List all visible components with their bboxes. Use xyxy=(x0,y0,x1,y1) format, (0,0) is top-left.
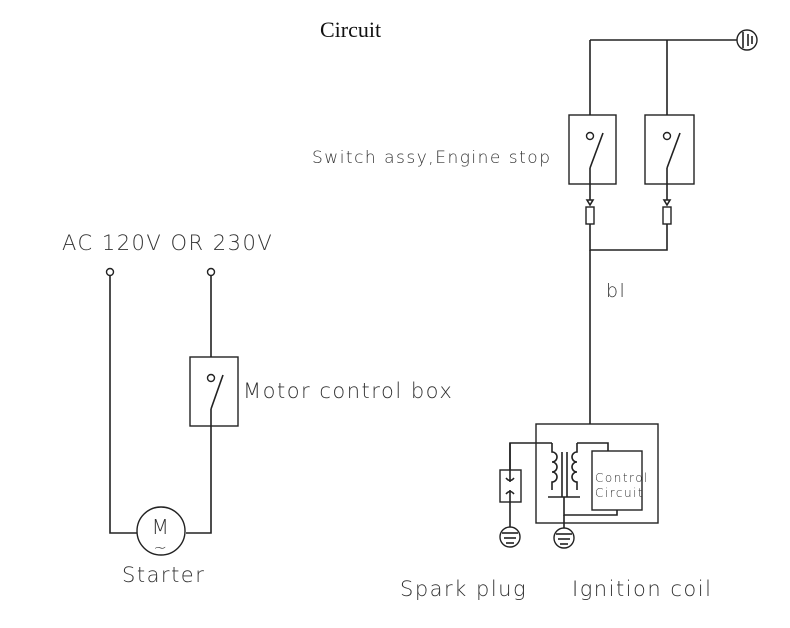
switch-contact-icon xyxy=(206,373,216,383)
control-circuit-label-line2: Circuit xyxy=(595,486,644,500)
switch-assy-label: Switch assy,Engine stop xyxy=(312,148,552,168)
power-terminal-right xyxy=(206,267,216,277)
motor-ac-symbol: ~ xyxy=(154,538,169,557)
wire-color-label: bl xyxy=(606,280,626,302)
spark-plug-label: Spark plug xyxy=(400,577,527,601)
wire-switch-join xyxy=(589,224,668,251)
ignition-coil-icon xyxy=(548,443,580,498)
wire-left xyxy=(109,276,138,534)
control-circuit-label-line1: Control xyxy=(595,471,649,485)
wire-coil-ground xyxy=(563,497,618,516)
ground-icon-spark-plug xyxy=(499,526,521,548)
wire-coil-to-control xyxy=(577,442,609,451)
engine-stop-switch-2 xyxy=(644,114,695,185)
switch-lever-icon xyxy=(210,374,224,410)
switch-lever-icon xyxy=(589,132,604,169)
motor-control-box xyxy=(189,356,239,427)
switch-contact-icon xyxy=(585,131,595,141)
control-circuit-box: Control Circuit xyxy=(591,450,649,511)
motor-icon: M ~ xyxy=(136,506,186,557)
wire-right-bottom xyxy=(186,409,212,534)
connector-icon-2 xyxy=(662,184,672,225)
connector-icon-1 xyxy=(585,184,595,225)
motor-control-box-label: Motor control box xyxy=(243,379,453,403)
power-terminal-left xyxy=(105,267,115,277)
starter-label: Starter xyxy=(122,563,205,587)
ignition-coil-label: Ignition coil xyxy=(572,577,712,601)
diagram-title: Circuit xyxy=(320,17,381,42)
engine-stop-switch-1 xyxy=(568,114,617,185)
ground-icon xyxy=(736,29,758,51)
power-source-label: AC 120V OR 230V xyxy=(62,231,273,255)
switch-contact-icon xyxy=(662,131,672,141)
spark-plug-icon xyxy=(499,443,522,528)
ground-icon-coil xyxy=(553,515,575,549)
motor-symbol-label: M xyxy=(152,515,171,539)
switch-lever-icon xyxy=(666,132,681,169)
